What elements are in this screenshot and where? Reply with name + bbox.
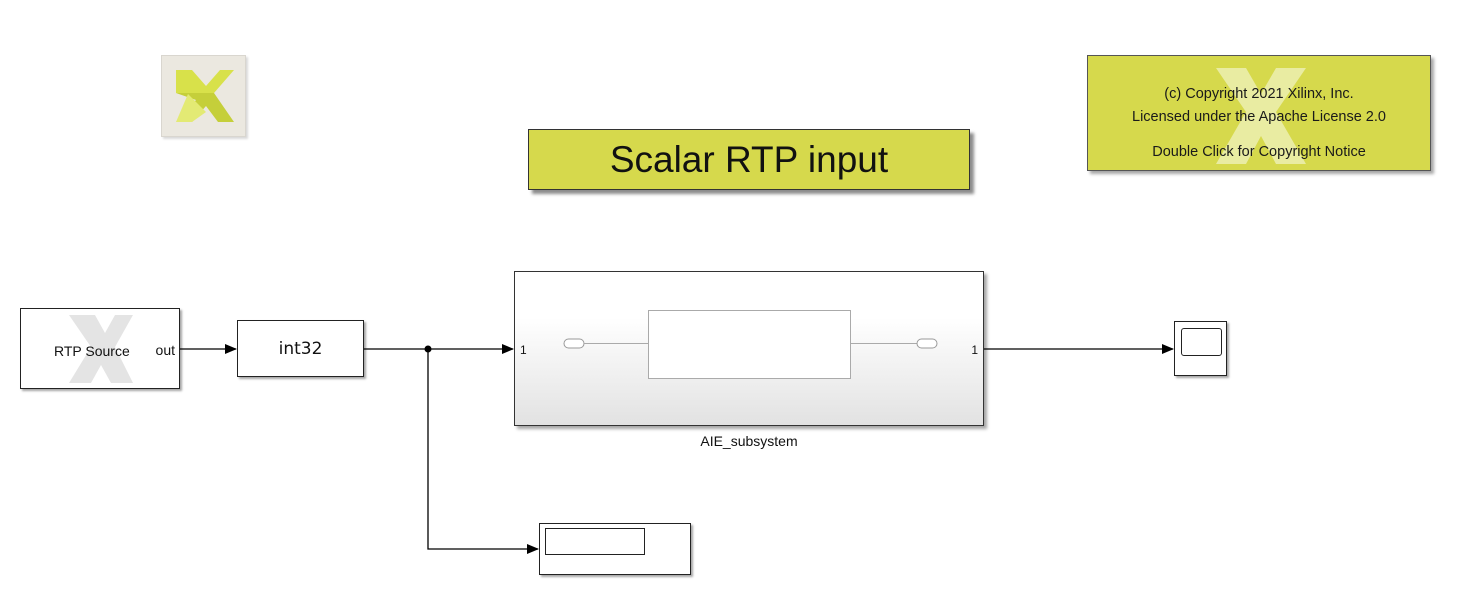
- model-title-text: Scalar RTP input: [609, 138, 889, 180]
- display-icon: [545, 528, 645, 555]
- xilinx-watermark-icon: [69, 315, 133, 383]
- license-line: Licensed under the Apache License 2.0: [1132, 109, 1386, 125]
- scope-block[interactable]: [1174, 321, 1227, 376]
- int32-convert-block[interactable]: int32: [237, 320, 364, 377]
- aie-subsystem-name: AIE_subsystem: [700, 433, 798, 449]
- rtp-source-out-port: out: [155, 342, 175, 358]
- model-title[interactable]: Scalar RTP input: [528, 129, 970, 190]
- subsystem-out-port: 1: [971, 343, 978, 357]
- copyright-line: (c) Copyright 2021 Xilinx, Inc.: [1164, 86, 1354, 102]
- scope-icon: [1181, 328, 1222, 356]
- aie-subsystem-block[interactable]: 1 1: [514, 271, 984, 426]
- copyright-hint-line: Double Click for Copyright Notice: [1152, 144, 1366, 160]
- rtp-source-label: RTP Source: [54, 343, 130, 359]
- xilinx-logo-icon: [176, 70, 234, 122]
- copyright-notice-block[interactable]: (c) Copyright 2021 Xilinx, Inc. Licensed…: [1087, 55, 1431, 171]
- display-block[interactable]: [539, 523, 691, 575]
- subsystem-inner-block: [648, 310, 851, 379]
- subsystem-preview-icon: [563, 338, 938, 349]
- xilinx-watermark-icon: [1216, 68, 1306, 164]
- rtp-source-block[interactable]: RTP Source out: [20, 308, 180, 389]
- xilinx-logo-block[interactable]: [161, 55, 246, 137]
- int32-label: int32: [278, 338, 323, 359]
- wire-branch-to-display[interactable]: [427, 349, 539, 554]
- subsystem-in-port: 1: [520, 343, 527, 357]
